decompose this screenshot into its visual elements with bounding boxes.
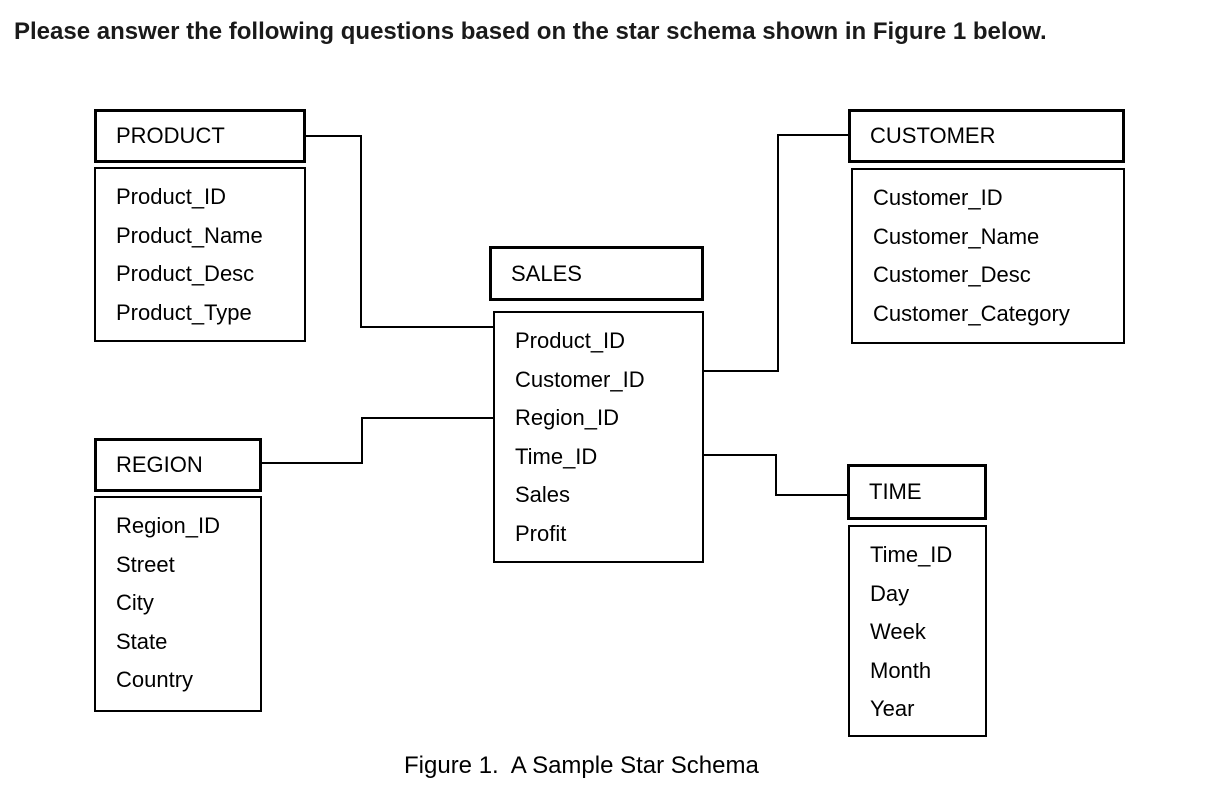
connector-sales-customer-h2 — [777, 134, 848, 136]
region-field: State — [116, 628, 168, 654]
region-field: Country — [116, 667, 194, 692]
sales-field: Time_ID — [515, 443, 598, 469]
region-field: Street — [116, 551, 175, 577]
connector-product-sales-v — [360, 135, 362, 328]
product-field: Product_Type — [116, 299, 252, 325]
customer-field: Customer_Category — [873, 300, 1070, 326]
time-field: Time_ID — [870, 542, 953, 567]
question-instruction: Please answer the following questions ba… — [14, 18, 1047, 45]
connector-region-sales-h1 — [262, 462, 363, 464]
connector-region-sales-h2 — [361, 417, 495, 419]
connector-product-sales-h2 — [360, 326, 495, 328]
product-field: Product_Name — [116, 222, 263, 248]
connector-sales-time-h1 — [704, 454, 777, 456]
customer-field: Customer_Desc — [873, 262, 1031, 287]
sales-field: Sales — [515, 482, 571, 507]
sales-table-header: SALES — [489, 246, 704, 301]
product-field: Product_ID — [116, 184, 227, 209]
time-field: Month — [870, 657, 932, 683]
region-table-name: REGION — [116, 452, 203, 477]
sales-field: Profit — [515, 520, 567, 546]
connector-sales-time-v — [775, 454, 777, 496]
time-table-header: TIME — [847, 464, 987, 520]
time-table-name: TIME — [869, 479, 922, 504]
connector-product-sales-h1 — [306, 135, 362, 137]
customer-field: Customer_ID — [873, 185, 1003, 210]
product-table-fields: Product_ID Product_Name Product_Desc Pro… — [94, 167, 306, 342]
customer-table-header: CUSTOMER — [848, 109, 1125, 163]
figure-caption: Figure 1. A Sample Star Schema — [404, 752, 759, 779]
customer-field: Customer_Name — [873, 223, 1040, 249]
connector-sales-time-h2 — [775, 494, 847, 496]
sales-field: Customer_ID — [515, 366, 645, 392]
region-field: City — [116, 590, 154, 615]
customer-table-fields: Customer_ID Customer_Name Customer_Desc … — [851, 168, 1125, 344]
product-table-name: PRODUCT — [116, 123, 225, 148]
time-table-fields: Time_ID Day Week Month Year — [848, 525, 987, 737]
time-field: Week — [870, 619, 926, 644]
sales-field: Product_ID — [515, 328, 626, 353]
product-table-header: PRODUCT — [94, 109, 306, 163]
region-table-header: REGION — [94, 438, 262, 492]
sales-table-name: SALES — [511, 260, 582, 286]
customer-table-name: CUSTOMER — [870, 123, 996, 148]
sales-field: Region_ID — [515, 405, 619, 430]
connector-region-sales-v — [361, 417, 363, 464]
time-field: Year — [870, 696, 915, 721]
connector-sales-customer-v — [777, 134, 779, 372]
product-field: Product_Desc — [116, 261, 255, 286]
region-field: Region_ID — [116, 513, 220, 538]
region-table-fields: Region_ID Street City State Country — [94, 496, 262, 712]
sales-table-fields: Product_ID Customer_ID Region_ID Time_ID… — [493, 311, 704, 563]
connector-sales-customer-h1 — [704, 370, 779, 372]
time-field: Day — [870, 580, 910, 606]
